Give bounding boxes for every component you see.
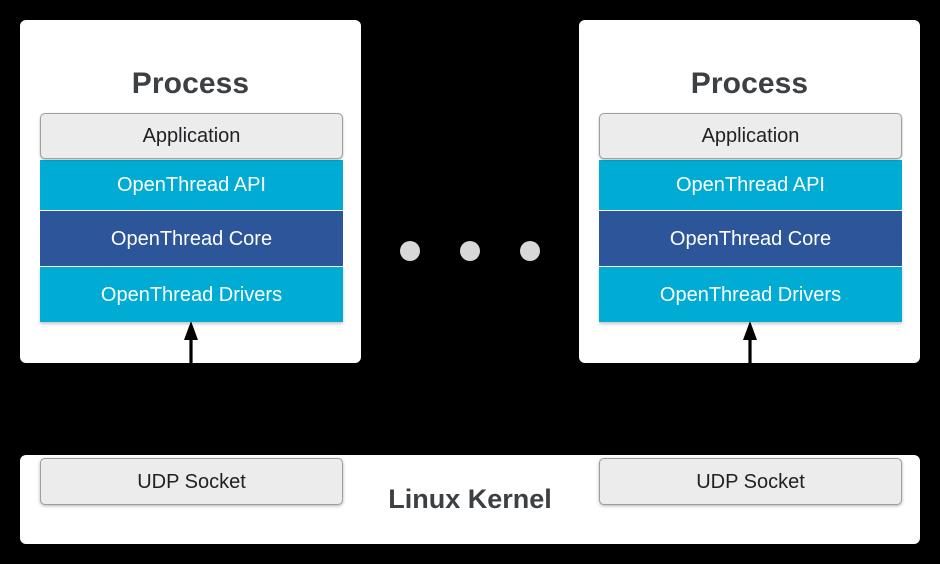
linux-kernel-card: Linux Kernel UDP Socket UDP Socket — [20, 455, 920, 544]
ellipsis-dot-icon — [460, 241, 480, 261]
ellipsis-dot-icon — [520, 241, 540, 261]
arrow-up-icon-right — [743, 321, 757, 365]
stack-layer-openthread-core-left[interactable]: OpenThread Core — [40, 211, 343, 266]
stack-layer-openthread-core-right[interactable]: OpenThread Core — [599, 211, 902, 266]
process-title-right: Process — [690, 67, 809, 100]
openthread-stack-left: Application OpenThread API OpenThread Co… — [40, 113, 343, 322]
udp-socket-right[interactable]: UDP Socket — [599, 458, 902, 505]
stack-layer-openthread-drivers-left[interactable]: OpenThread Drivers — [40, 267, 343, 322]
more-processes-ellipsis — [400, 241, 540, 261]
process-title-left: Process — [131, 67, 250, 100]
process-card-left: Process Application OpenThread API OpenT… — [20, 20, 361, 363]
ellipsis-dot-icon — [400, 241, 420, 261]
arrow-up-icon-left — [184, 321, 198, 365]
linux-kernel-title: Linux Kernel — [388, 484, 552, 514]
stack-layer-openthread-api-left[interactable]: OpenThread API — [40, 160, 343, 210]
process-card-right: Process Application OpenThread API OpenT… — [579, 20, 920, 363]
udp-socket-left[interactable]: UDP Socket — [40, 458, 343, 505]
stack-layer-openthread-api-right[interactable]: OpenThread API — [599, 160, 902, 210]
stack-layer-openthread-drivers-right[interactable]: OpenThread Drivers — [599, 267, 902, 322]
stack-layer-application-left[interactable]: Application — [40, 113, 343, 159]
openthread-stack-right: Application OpenThread API OpenThread Co… — [599, 113, 902, 322]
stack-layer-application-right[interactable]: Application — [599, 113, 902, 159]
